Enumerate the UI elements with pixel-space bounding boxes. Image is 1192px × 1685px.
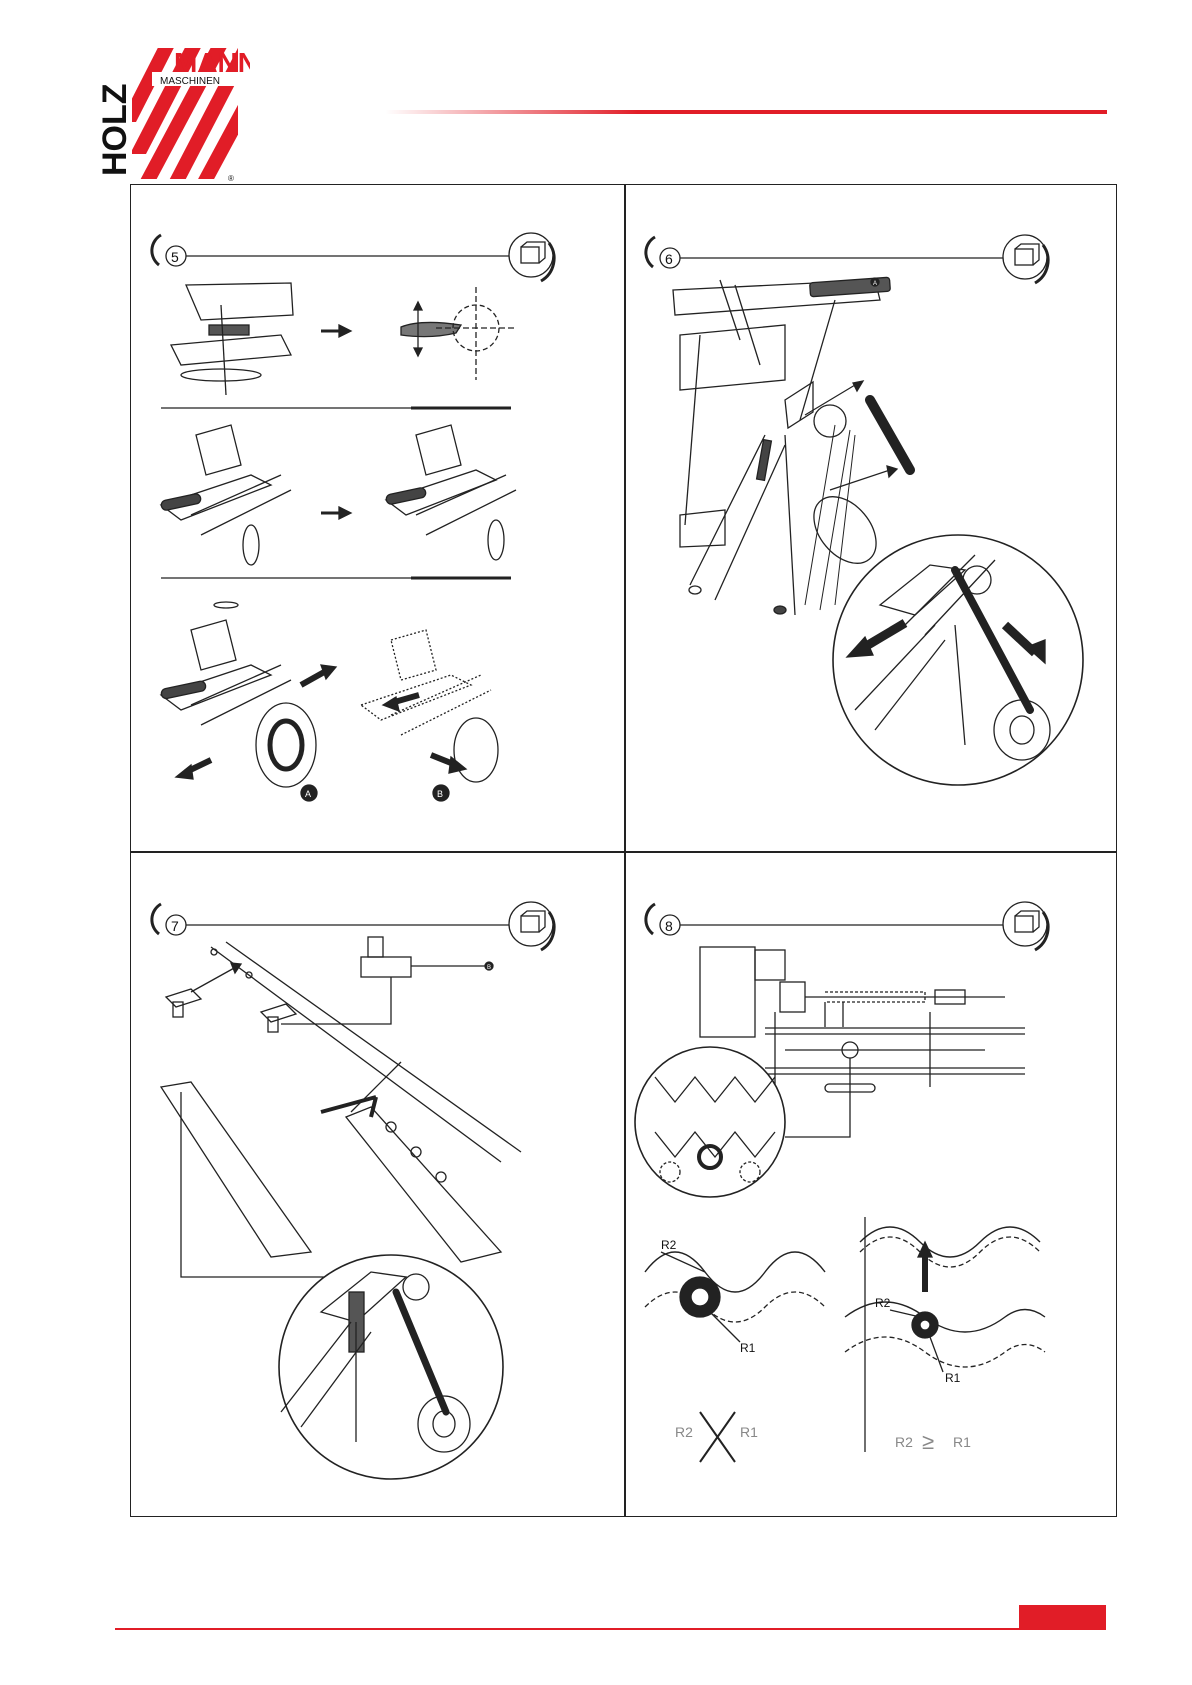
brand-sub: MASCHINEN bbox=[160, 76, 220, 87]
step-8-label-r1-left: R1 bbox=[740, 1341, 756, 1355]
figure-grid: 5 bbox=[130, 184, 1117, 1517]
step-6-panel: 6 A bbox=[625, 185, 1118, 851]
step-6-marker-a: A bbox=[873, 281, 877, 287]
step-5-panel: 5 bbox=[131, 185, 624, 851]
step-8-label-r2-bad: R2 bbox=[675, 1424, 693, 1440]
step-8-label-r1-bad: R1 bbox=[740, 1424, 758, 1440]
page-number-tab bbox=[1019, 1605, 1106, 1630]
step-8-label-r1-right: R1 bbox=[945, 1371, 961, 1385]
step-7-detail-circle bbox=[279, 1255, 503, 1479]
header-rule bbox=[385, 110, 1107, 114]
step-5-marker-a: A bbox=[305, 789, 311, 799]
step-7-panel: 7 B bbox=[131, 852, 624, 1518]
brand-reg: ® bbox=[228, 174, 234, 183]
step-5-row-2 bbox=[160, 425, 516, 565]
brand-word-side: HOLZ bbox=[100, 83, 134, 176]
step-8-number: 8 bbox=[665, 918, 673, 934]
step-8-cross-icon bbox=[700, 1412, 735, 1462]
step-8-label-r2-good: R2 bbox=[895, 1434, 913, 1450]
step-5-marker-b: B bbox=[437, 789, 443, 799]
step-8-panel: 8 bbox=[625, 852, 1118, 1518]
step-8-label-r2-right: R2 bbox=[875, 1296, 891, 1310]
step-7-number: 7 bbox=[171, 918, 179, 934]
holzmann-logo: MANN MASCHINEN HOLZ ® bbox=[100, 44, 250, 184]
step-8-detail-circle bbox=[635, 1047, 785, 1197]
step-8-label-r1-good: R1 bbox=[953, 1434, 971, 1450]
step-5-row-1 bbox=[171, 283, 516, 395]
step-6-number: 6 bbox=[665, 251, 673, 267]
step-5-row-3: A B bbox=[160, 602, 498, 801]
footer-rule bbox=[115, 1628, 1106, 1630]
step-8-label-r2-left: R2 bbox=[661, 1238, 677, 1252]
step-5-number: 5 bbox=[171, 249, 179, 265]
step-7-marker-b: B bbox=[487, 965, 491, 971]
brand-word-top: MANN bbox=[174, 47, 250, 78]
step-8-compare-symbol: ≥ bbox=[922, 1429, 934, 1454]
